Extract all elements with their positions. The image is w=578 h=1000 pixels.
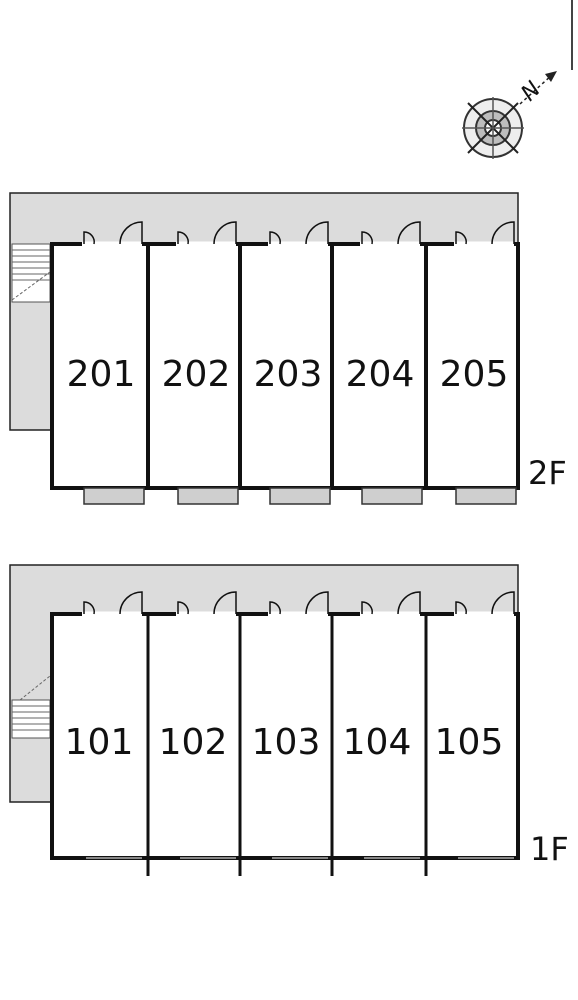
- staircase: [11, 675, 51, 739]
- floor-label: 2F: [528, 454, 567, 492]
- floor-label: 1F: [530, 830, 569, 868]
- unit-105: 105: [435, 591, 515, 859]
- unit-label: 101: [65, 722, 134, 763]
- unit-label: 204: [346, 354, 415, 395]
- compass: N: [462, 71, 557, 159]
- building-outline: [50, 612, 520, 860]
- staircase: [11, 243, 51, 303]
- unit-201: 201: [67, 221, 150, 505]
- unit-202: 202: [162, 221, 242, 505]
- unit-101: 101: [65, 591, 150, 876]
- floor-2f-plan: 201 202 203 204: [9, 192, 567, 505]
- compass-letter: N: [517, 77, 546, 106]
- unit-205: 205: [440, 221, 517, 505]
- unit-label: 201: [67, 354, 136, 395]
- unit-label: 205: [440, 354, 509, 395]
- unit-203: 203: [254, 221, 334, 505]
- compass-rose-icon: [462, 97, 524, 159]
- unit-204: 204: [346, 221, 428, 505]
- unit-label: 202: [162, 354, 231, 395]
- unit-label: 203: [254, 354, 323, 395]
- unit-103: 103: [252, 591, 334, 876]
- floor-1f-plan: 101 102 103 104: [9, 564, 569, 876]
- unit-104: 104: [343, 591, 428, 876]
- north-arrow-icon: [519, 71, 557, 105]
- unit-102: 102: [159, 591, 242, 876]
- unit-label: 105: [435, 722, 504, 763]
- unit-label: 103: [252, 722, 321, 763]
- unit-label: 102: [159, 722, 228, 763]
- building-outline: [50, 242, 520, 490]
- unit-label: 104: [343, 722, 412, 763]
